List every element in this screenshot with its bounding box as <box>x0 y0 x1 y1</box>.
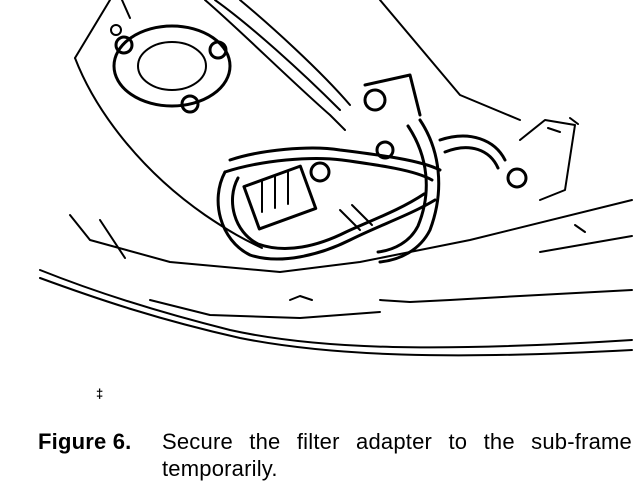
sub-frame-panel <box>39 199 633 357</box>
filter-adapter-illustration <box>39 0 633 357</box>
caption-text: Secure the filter adapter to the sub-fra… <box>162 429 632 481</box>
figure-label: Figure 6. <box>38 429 132 454</box>
vehicle-body-outline <box>74 0 521 249</box>
filter-adapter-assembly <box>216 73 579 264</box>
round-canister <box>110 24 232 114</box>
figure-caption: Figure 6. Secure the filter adapter to t… <box>38 428 632 482</box>
stray-mark: ‡ <box>96 386 104 401</box>
